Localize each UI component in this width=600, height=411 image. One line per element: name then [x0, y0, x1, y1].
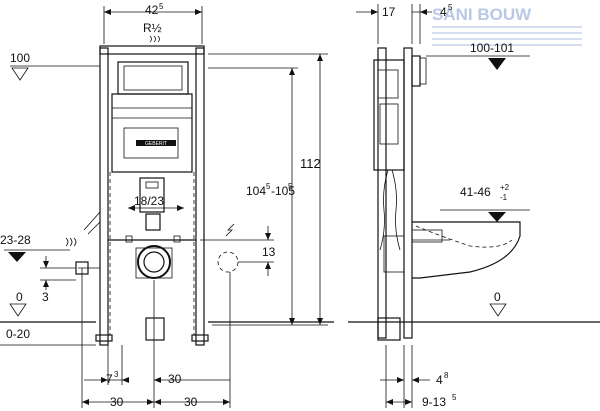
side-flex-hose	[379, 169, 389, 251]
side-floor-pipe	[377, 317, 401, 341]
flush-plate-inner	[123, 65, 183, 91]
water-symbol	[65, 237, 77, 247]
dim-spacing-7-sup: 3	[114, 370, 119, 379]
side-frame	[373, 47, 521, 341]
dim-bowl-tol-plus: +2	[500, 183, 510, 192]
electric-icon	[225, 223, 235, 237]
front-dimensions: 42 5 R½ 100 112 104 5 -105 5 18/23	[0, 2, 334, 409]
flush-plate	[117, 61, 189, 95]
dim-depth-4: 4	[440, 5, 447, 19]
inlet-connection	[145, 213, 161, 231]
side-flush-plate	[411, 55, 421, 87]
left-foot	[95, 334, 113, 342]
cistern	[111, 93, 193, 173]
dim-height-range-sep: -105	[271, 184, 295, 198]
dim-height-total: 112	[300, 156, 321, 171]
right-foot	[191, 334, 209, 342]
dim-width-top-sup: 5	[159, 2, 164, 11]
dim-side-offset-4-sup: 8	[444, 371, 449, 380]
geberit-logo-text: GEBERIT	[145, 141, 167, 147]
dim-level-water: 23-28	[0, 233, 31, 247]
dim-height-range: 104	[246, 184, 266, 198]
dim-floor-range: 0-20	[6, 327, 30, 341]
geberit-logo	[136, 140, 176, 146]
waste-outlet	[137, 245, 171, 279]
dim-width-top: 42	[145, 3, 159, 17]
dim-level-right: 100-101	[470, 41, 514, 55]
side-cistern	[373, 59, 405, 171]
brand-watermark: SANI BOUW	[432, 5, 582, 46]
dim-offset-3: 3	[42, 290, 49, 304]
dim-depth-4-sup: 5	[448, 3, 453, 12]
dim-height-range-sup2: 5	[288, 182, 293, 191]
side-bend	[383, 235, 405, 273]
dim-offset-13: 13	[262, 245, 276, 259]
side-dimensions: 17 4 5 100-101 41-46 +2 -1 0 4 8 9-13 5	[348, 3, 600, 409]
side-upright-front	[403, 47, 413, 339]
front-frame: GEBERIT	[65, 45, 239, 346]
brand-name: SANI BOUW	[432, 5, 532, 24]
wall-hung-bowl	[412, 221, 521, 279]
right-upright	[195, 47, 205, 346]
cistern-panel	[123, 127, 179, 159]
brand-dots	[432, 26, 582, 46]
dim-depth-17: 17	[382, 5, 396, 19]
dim-pipe: 18/23	[134, 194, 164, 208]
dim-spacing-7: 7	[106, 372, 113, 386]
left-upright	[99, 47, 109, 346]
dim-side-offset-range: 9-13	[422, 395, 446, 409]
top-rail	[99, 45, 205, 55]
dim-connection: R½	[143, 21, 162, 35]
dim-side-floor-level: 0	[494, 290, 501, 304]
dim-height-range-sup1: 5	[266, 182, 271, 191]
dim-side-offset-range-sup: 5	[452, 393, 457, 402]
dim-spacing-30b: 30	[184, 395, 198, 409]
dim-bowl-height: 41-46	[460, 185, 491, 199]
dim-level-left: 100	[10, 51, 30, 65]
dim-floor-level: 0	[16, 290, 23, 304]
electrical-box	[217, 251, 239, 273]
dim-side-offset-4: 4	[436, 373, 443, 387]
side-upright-rear	[377, 47, 387, 339]
dim-spacing-30a: 30	[110, 395, 124, 409]
down-pipe	[139, 177, 165, 213]
floor-drain	[145, 317, 165, 341]
dim-bowl-tol-minus: -1	[500, 193, 508, 202]
dim-spacing-30c: 30	[168, 372, 182, 386]
